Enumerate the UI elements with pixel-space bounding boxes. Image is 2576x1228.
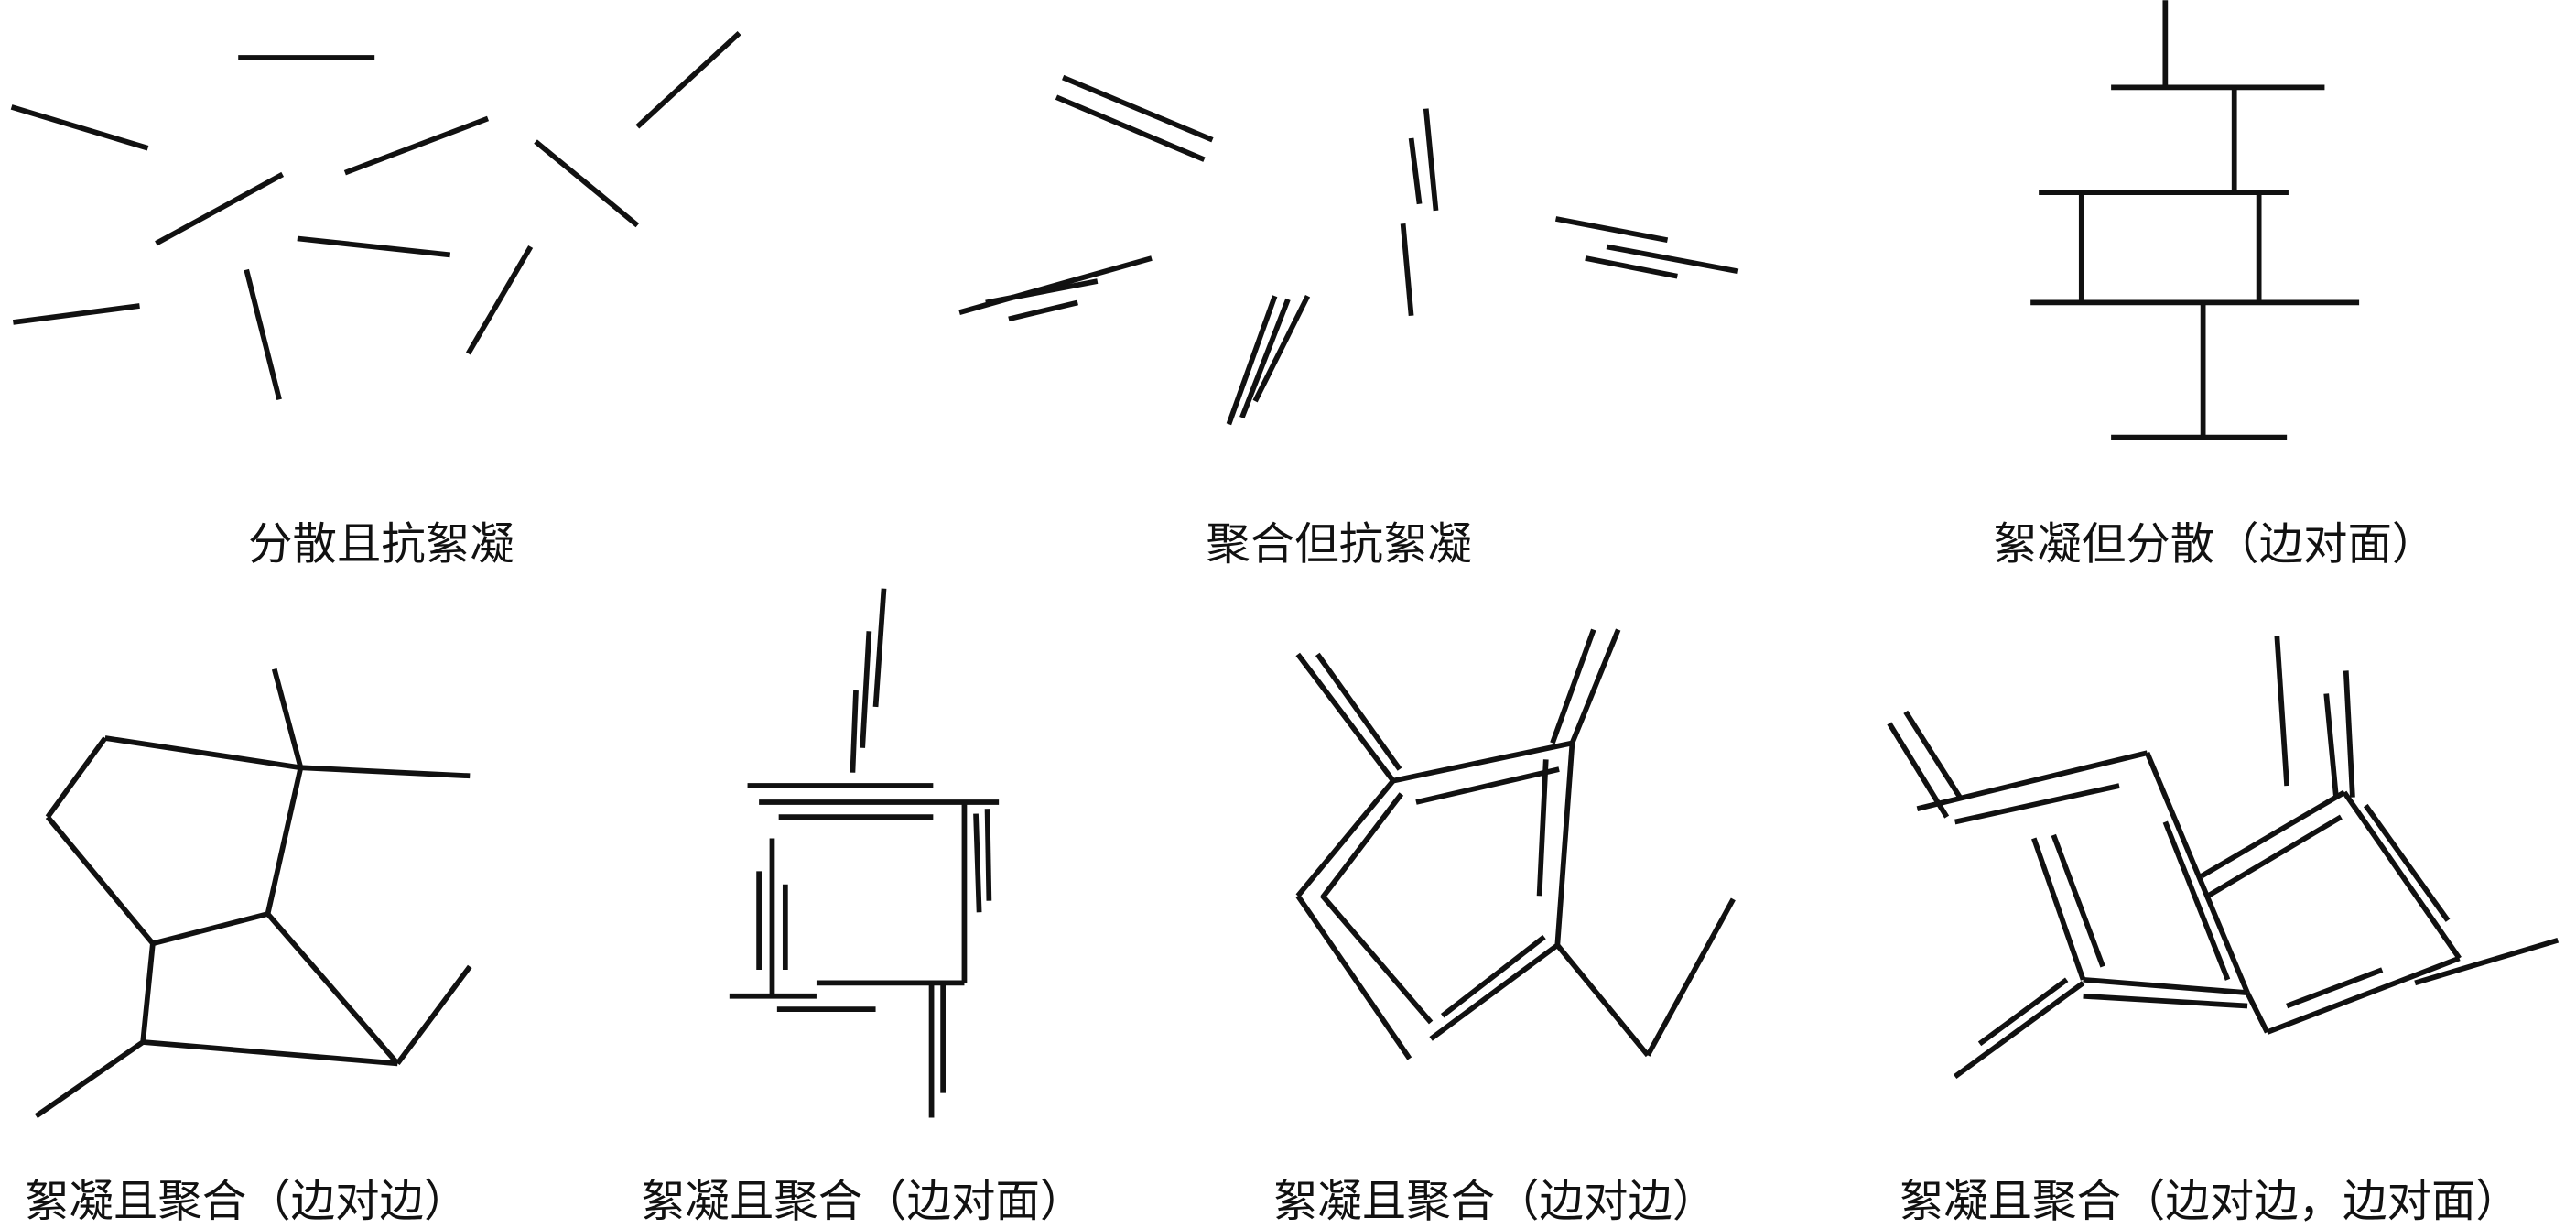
panel-dispersed-deflocculated (10, 30, 741, 401)
panel-flocculated-dispersed-edge-face (2030, 0, 2360, 440)
panel-flocculated-aggregated-edge-edge-1 (34, 668, 472, 1119)
panel-flocculated-aggregated-edge-edge-2 (1295, 628, 1736, 1060)
panel-label: 絮凝但分散（边对面） (1993, 518, 2436, 570)
panel-flocculated-aggregated-edge-face (729, 588, 1000, 1118)
panel-aggregated-deflocculated (958, 74, 1739, 426)
panel-label: 絮凝且聚合（边对边，边对面） (1900, 1176, 2520, 1227)
panel-flocculated-aggregated-mixed (1887, 636, 2560, 1080)
panel-label: 絮凝且聚合（边对面） (641, 1176, 1084, 1227)
panel-label: 聚合但抗絮凝 (1206, 518, 1472, 570)
panel-label: 絮凝且聚合（边对边） (1273, 1176, 1716, 1227)
panel-label: 分散且抗絮凝 (248, 518, 514, 570)
panel-label: 絮凝且聚合（边对边） (25, 1176, 468, 1227)
